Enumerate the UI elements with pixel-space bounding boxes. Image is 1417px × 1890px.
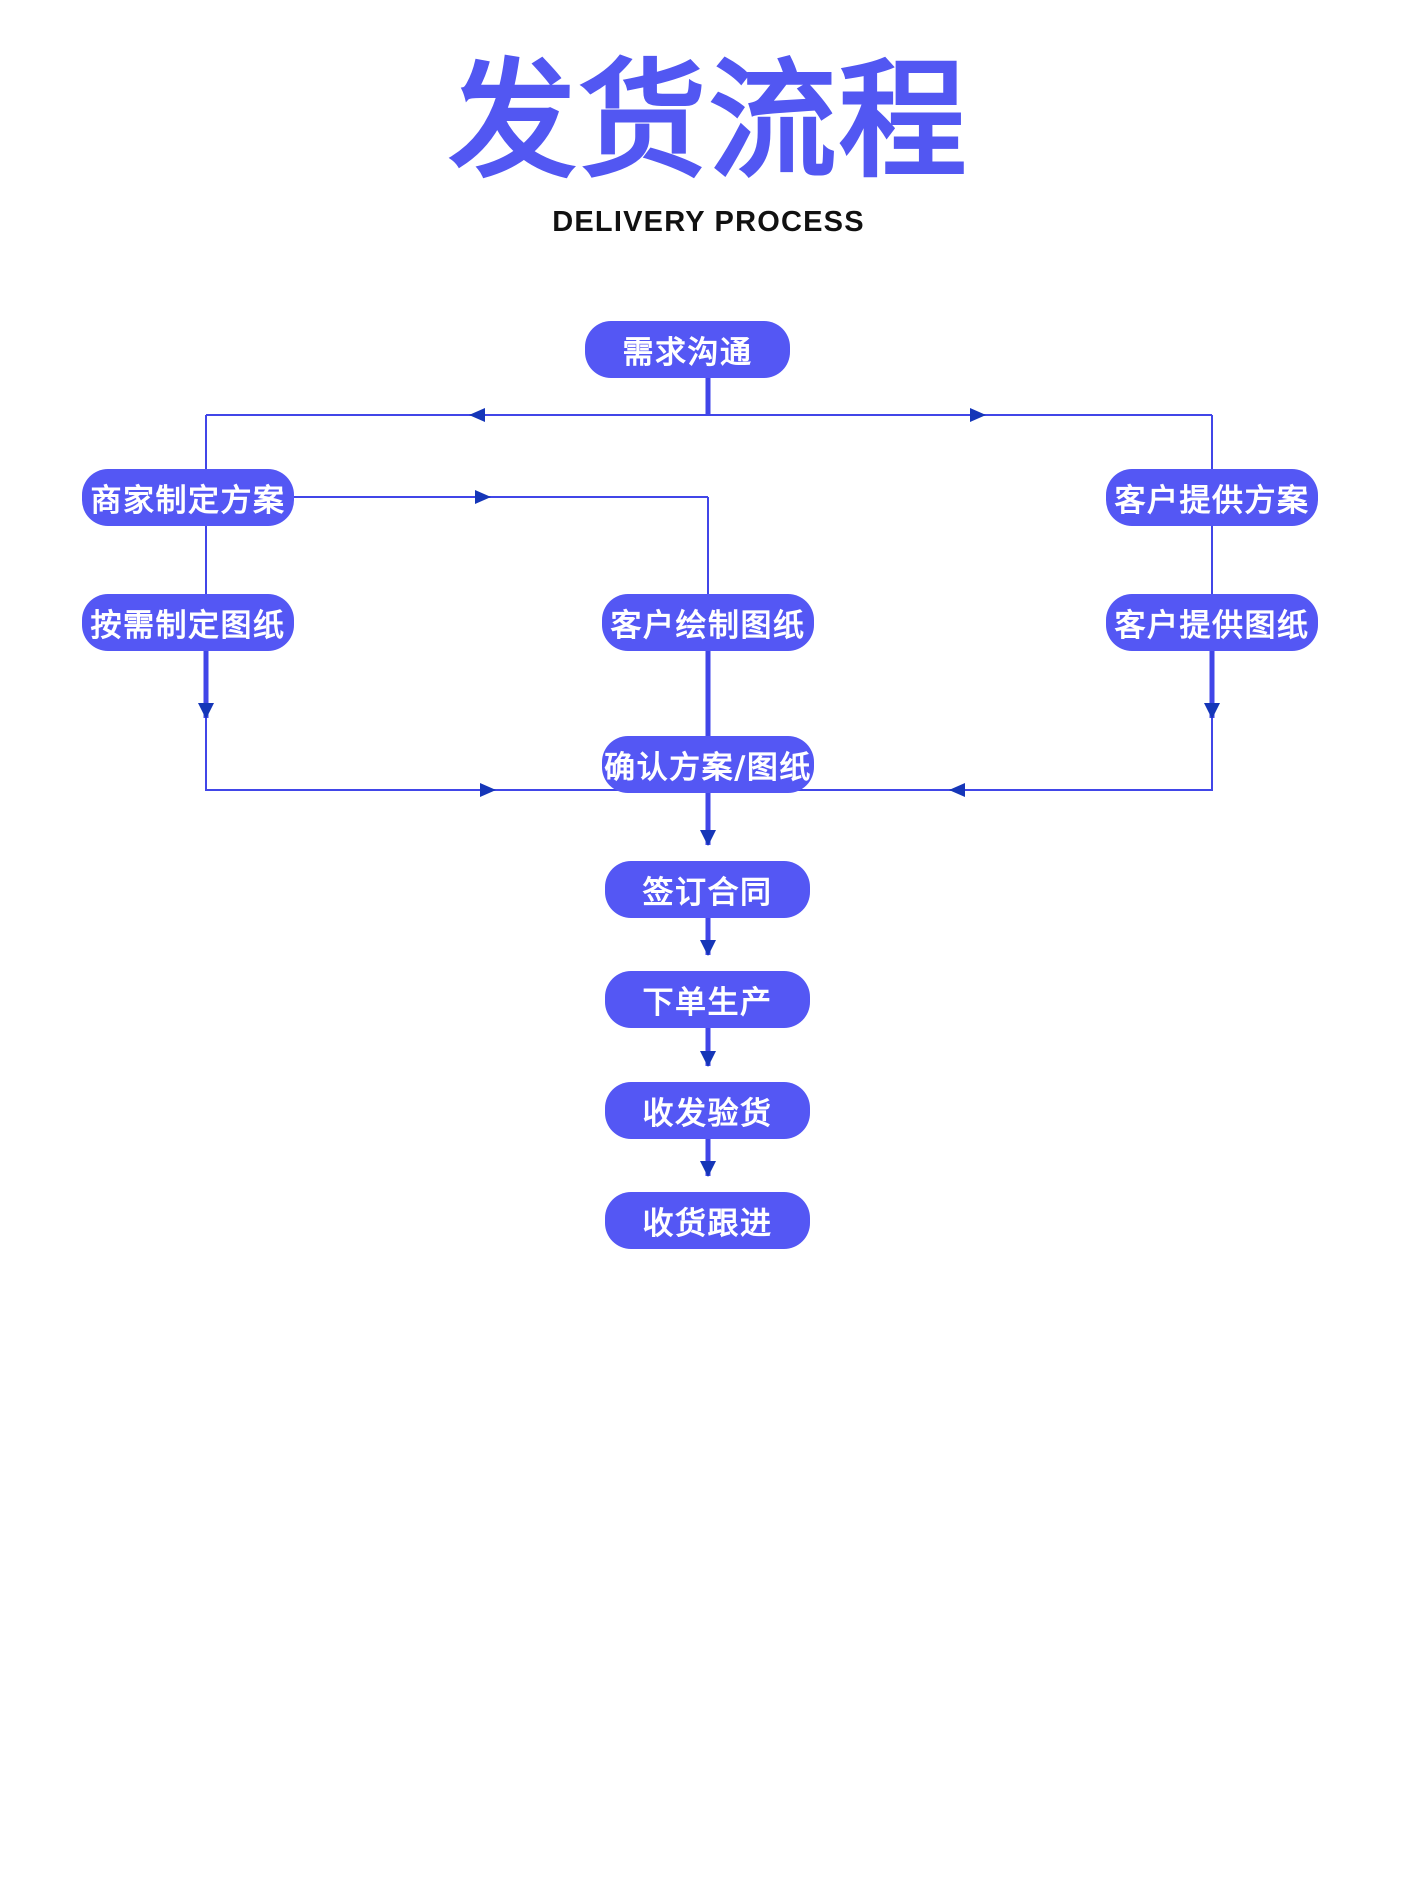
page-subtitle: DELIVERY PROCESS <box>552 206 865 238</box>
node-sign-contract[interactable]: 签订合同 <box>605 861 810 918</box>
node-customer-provides-drawings[interactable]: 客户提供图纸 <box>1106 594 1318 651</box>
node-customer-draws-drawings[interactable]: 客户绘制图纸 <box>602 594 814 651</box>
node-delivery-follow-up[interactable]: 收货跟进 <box>605 1192 810 1249</box>
edge-left-merge <box>205 718 694 791</box>
node-merchant-creates-plan[interactable]: 商家制定方案 <box>82 469 294 526</box>
node-receive-dispatch-inspection[interactable]: 收发验货 <box>605 1082 810 1139</box>
node-requirement-communication[interactable]: 需求沟通 <box>585 321 790 378</box>
edge-right-merge <box>694 718 1213 791</box>
node-custom-drawings-on-demand[interactable]: 按需制定图纸 <box>82 594 294 651</box>
node-place-order-production[interactable]: 下单生产 <box>605 971 810 1028</box>
page-title: 发货流程 <box>448 47 969 196</box>
node-customer-provides-plan[interactable]: 客户提供方案 <box>1106 469 1318 526</box>
node-confirm-plan-drawings[interactable]: 确认方案/图纸 <box>602 736 814 793</box>
